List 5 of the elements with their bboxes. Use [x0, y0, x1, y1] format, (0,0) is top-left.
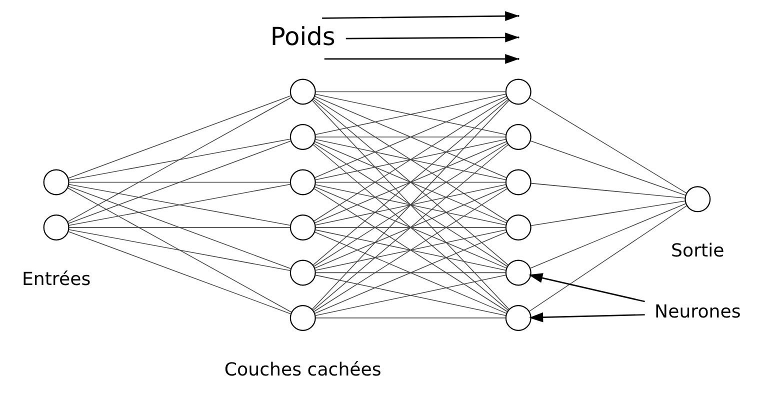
label: Entrées	[22, 268, 91, 290]
label: Couches cachées	[224, 358, 382, 380]
node-text: Neurones	[654, 301, 741, 322]
node-text: Poids	[270, 21, 336, 50]
label: Sortie	[671, 240, 724, 262]
